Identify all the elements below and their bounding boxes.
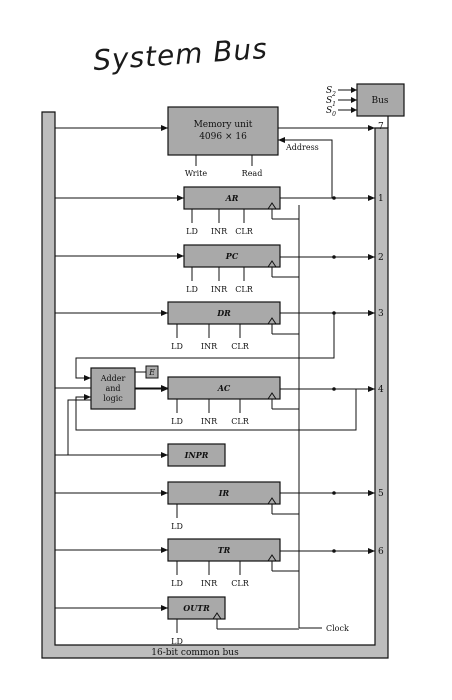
register-tr-ld-label: LD bbox=[171, 579, 183, 588]
register-pc-clr-label: CLR bbox=[235, 285, 253, 294]
register-pc-inr-label: INR bbox=[211, 285, 228, 294]
register-dr-inr-label: INR bbox=[201, 342, 218, 351]
register-tr-inr-label: INR bbox=[201, 579, 218, 588]
register-ar-clr-label: CLR bbox=[235, 227, 253, 236]
register-ar-junction bbox=[332, 196, 336, 200]
register-dr-clock-input bbox=[267, 317, 277, 325]
register-pc: PC LD INR CLR 2 bbox=[55, 244, 384, 294]
register-pc-ld-label: LD bbox=[186, 285, 198, 294]
register-outr: OUTR LD bbox=[55, 596, 299, 646]
register-pc-bus-number: 2 bbox=[378, 253, 384, 263]
register-ar-clock-input bbox=[267, 202, 277, 210]
register-ac-clock-input bbox=[267, 392, 277, 400]
bus-select-box bbox=[356, 83, 405, 117]
register-ac-inr-label: INR bbox=[201, 417, 218, 426]
register-pc-label: PC bbox=[225, 251, 239, 261]
register-tr-clock-input bbox=[267, 554, 277, 562]
memory-size: 4096 × 16 bbox=[199, 132, 247, 142]
register-pc-junction bbox=[332, 255, 336, 259]
register-ac-label: AC bbox=[217, 383, 231, 393]
register-inpr-label: INPR bbox=[184, 450, 209, 460]
register-dr-bus-number: 3 bbox=[378, 309, 384, 319]
register-dr-bus-output-arrow bbox=[368, 310, 375, 316]
register-outr-clock-input bbox=[212, 612, 222, 620]
register-tr-label: TR bbox=[218, 545, 231, 555]
register-ir-bus-input-arrow bbox=[161, 490, 168, 496]
register-ir-label: IR bbox=[218, 488, 230, 498]
register-ar-bus-output-arrow bbox=[368, 195, 375, 201]
adder-logic-unit: Adder and logic E bbox=[67, 313, 357, 456]
memory-title: Memory unit bbox=[194, 120, 253, 130]
register-outr-ld-label: LD bbox=[171, 637, 183, 646]
register-tr-bus-number: 6 bbox=[378, 547, 384, 557]
register-ir-bus-number: 5 bbox=[378, 489, 384, 499]
memory-bus-number: 7 bbox=[378, 122, 384, 132]
register-ir-junction bbox=[332, 491, 336, 495]
registers-group: AR LD INR CLR 1PC LD INR CLR 2DR LD INR CLR 3AC LD INR… bbox=[55, 186, 384, 646]
register-ir-clock-input bbox=[267, 497, 277, 505]
register-ac-clr-label: CLR bbox=[231, 417, 249, 426]
register-ir-bus-output-arrow bbox=[368, 490, 375, 496]
alu-line3: logic bbox=[103, 394, 123, 403]
register-ar-inr-label: INR bbox=[211, 227, 228, 236]
register-ir-ld-label: LD bbox=[171, 522, 183, 531]
register-dr-label: DR bbox=[216, 308, 231, 318]
memory-read-label: Read bbox=[242, 169, 263, 178]
e-label: E bbox=[148, 368, 155, 377]
register-pc-bus-input-arrow bbox=[177, 253, 184, 259]
select-s0-label: S0 bbox=[326, 106, 336, 118]
bus-box-label: Bus bbox=[371, 96, 388, 106]
register-pc-clock-input bbox=[267, 260, 277, 268]
select-s2-label: S2 bbox=[326, 86, 336, 98]
register-ar-ld-label: LD bbox=[186, 227, 198, 236]
register-pc-bus-output-arrow bbox=[368, 254, 375, 260]
register-tr-bus-input-arrow bbox=[161, 547, 168, 553]
register-tr-junction bbox=[332, 549, 336, 553]
bus-footer-label: 16-bit common bus bbox=[151, 648, 239, 658]
register-dr-bus-input-arrow bbox=[161, 310, 168, 316]
register-dr-ld-label: LD bbox=[171, 342, 183, 351]
register-ac-bus-output-arrow bbox=[368, 386, 375, 392]
register-ac-junction bbox=[332, 387, 336, 391]
select-lines: S2 S1 S0 bbox=[326, 86, 357, 118]
memory-address-label: Address bbox=[285, 143, 319, 152]
register-ir: IR LD 5 bbox=[55, 481, 384, 531]
register-tr-clr-label: CLR bbox=[231, 579, 249, 588]
memory-write-label: Write bbox=[185, 169, 207, 178]
register-ac: AC LD INR CLR 4 bbox=[55, 376, 384, 426]
register-tr-bus-output-arrow bbox=[368, 548, 375, 554]
select-s1-label: S1 bbox=[326, 96, 336, 108]
register-ar: AR LD INR CLR 1 bbox=[55, 186, 384, 236]
alu-line2: and bbox=[105, 384, 120, 393]
register-ar-label: AR bbox=[225, 193, 239, 203]
register-dr-clr-label: CLR bbox=[231, 342, 249, 351]
alu-line1: Adder bbox=[100, 374, 126, 383]
register-outr-label: OUTR bbox=[183, 603, 210, 613]
register-ar-bus-input-arrow bbox=[177, 195, 184, 201]
clock-label: Clock bbox=[326, 624, 349, 633]
register-ac-bus-number: 4 bbox=[378, 385, 384, 395]
register-ar-bus-number: 1 bbox=[378, 194, 384, 204]
clock-line: Clock bbox=[298, 205, 349, 633]
memory-unit: Memory unit 4096 × 16 Write Read Address… bbox=[55, 106, 384, 198]
register-dr: DR LD INR CLR 3 bbox=[55, 301, 384, 351]
register-tr: TR LD INR CLR 6 bbox=[55, 538, 384, 588]
register-ac-ld-label: LD bbox=[171, 417, 183, 426]
